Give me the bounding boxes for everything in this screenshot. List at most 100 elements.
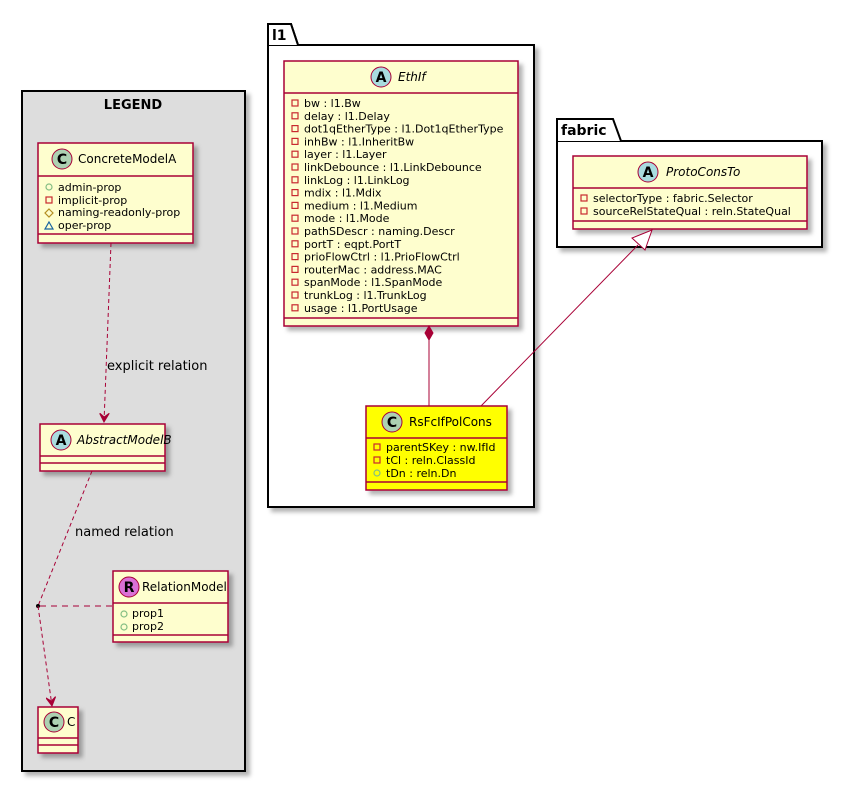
ethif-attr: usage : l1.PortUsage [304,302,418,315]
private-icon [373,443,381,451]
rs-name: RsFcIfPolCons [409,415,492,429]
class-circle-icon [51,148,73,170]
ethif-name: EthIf [398,70,427,84]
relation-attr: prop1 [132,607,164,620]
composition-diamond-icon [424,324,434,342]
relation-circle-letter: R [124,580,135,596]
rs-attr: tCl : reln.ClassId [386,454,476,467]
concrete-model-class[interactable]: C ConcreteModelA admin-prop implicit-pro… [37,142,194,244]
explicit-relation-arrow [104,242,112,422]
private-icon [291,112,299,120]
legend-package: LEGEND C ConcreteModelA admin-prop impli… [21,90,246,772]
abstract-circle-letter: A [643,165,654,181]
proto-name: ProtoConsTo [666,165,740,179]
legend-attr: naming-readonly-prop [58,206,180,219]
l1-package-name: l1 [272,28,287,44]
inheritance-arrow-icon [631,229,653,251]
abstract-model-class[interactable]: A AbstractModelB [39,423,172,472]
private-icon [291,265,299,273]
fabric-package-tab [556,118,622,142]
ethif-attr: layer : l1.Layer [304,148,387,161]
ethif-attr: trunkLog : l1.TrunkLog [304,289,427,302]
relation-circle-icon [118,576,140,598]
class-circle-icon [43,711,65,733]
class-circle-letter: C [387,415,397,431]
abstract-circle-icon [637,161,659,183]
public-icon [120,610,128,618]
explicit-relation-label: explicit relation [107,359,207,374]
package-icon [43,220,55,230]
public-icon [45,183,53,191]
ethif-attr: mdix : l1.Mdix [304,187,382,200]
ethif-attr: inhBw : l1.InheritBw [304,135,414,148]
abstract-circle-icon [370,66,392,88]
relation-model-name: RelationModel [142,580,227,594]
named-relation-line [37,470,93,607]
public-icon [120,623,128,631]
ethif-attr: pathSDescr : naming.Descr [304,225,455,238]
class-circle-letter: C [49,715,59,731]
private-icon [291,291,299,299]
private-icon [373,456,381,464]
ethif-attr: portT : eqpt.PortT [304,238,401,251]
ethif-attr: medium : l1.Medium [304,199,417,212]
named-relation-arrow [37,605,52,706]
proto-class[interactable]: A ProtoConsTo selectorType : fabric.Sele… [572,155,808,230]
legend-title: LEGEND [104,98,163,113]
relation-model-class[interactable]: R RelationModel prop1 prop2 [112,570,229,643]
legend-attr: implicit-prop [58,194,127,207]
private-icon [291,214,299,222]
relation-attr: prop2 [132,620,164,633]
private-icon [291,137,299,145]
private-icon [291,176,299,184]
rs-class[interactable]: C RsFcIfPolCons parentSKey : nw.IfId tCl… [365,405,508,491]
ethif-attr: linkDebounce : l1.LinkDebounce [304,161,482,174]
private-icon [291,227,299,235]
target-class-name: C [67,715,75,729]
proto-box [572,155,808,230]
private-icon [45,196,53,204]
inheritance-line [480,244,639,407]
ethif-box [283,60,519,327]
ethif-attr: prioFlowCtrl : l1.PrioFlowCtrl [304,251,460,264]
abstract-circle-letter: A [376,70,387,86]
private-icon [580,194,588,202]
proto-attr: selectorType : fabric.Selector [593,192,753,205]
private-icon [291,201,299,209]
ethif-attr: bw : l1.Bw [304,97,361,110]
named-relation-label: named relation [75,525,174,540]
private-icon [291,240,299,248]
fabric-package: fabric A ProtoConsTo selectorType : fabr… [556,118,823,248]
abstract-circle-letter: A [56,433,67,449]
private-icon [291,189,299,197]
ethif-attr: delay : l1.Delay [304,110,390,123]
ethif-attr: dot1qEtherType : l1.Dot1qEtherType [304,123,504,136]
public-icon [373,469,381,477]
private-icon [291,99,299,107]
private-icon [291,163,299,171]
proto-attr: sourceRelStateQual : reln.StateQual [593,205,791,218]
abstract-circle-icon [50,429,72,451]
private-icon [291,253,299,261]
ethif-attr: routerMac : address.MAC [304,263,442,276]
private-icon [291,150,299,158]
private-icon [291,124,299,133]
fabric-package-name: fabric [561,123,607,139]
private-icon [291,304,299,312]
protected-icon [44,208,54,218]
class-circle-icon [381,411,403,433]
ethif-attr: spanMode : l1.SpanMode [304,276,443,289]
class-circle-letter: C [57,152,67,168]
l1-package-tab-top [267,23,299,46]
abstract-model-name: AbstractModelB [76,433,172,447]
concrete-model-name: ConcreteModelA [78,152,177,166]
legend-attr: admin-prop [58,181,121,194]
target-class[interactable]: C C [37,706,79,754]
ethif-attr: mode : l1.Mode [304,212,390,225]
legend-attr: oper-prop [58,219,111,232]
rs-attr: tDn : reln.Dn [386,467,456,480]
